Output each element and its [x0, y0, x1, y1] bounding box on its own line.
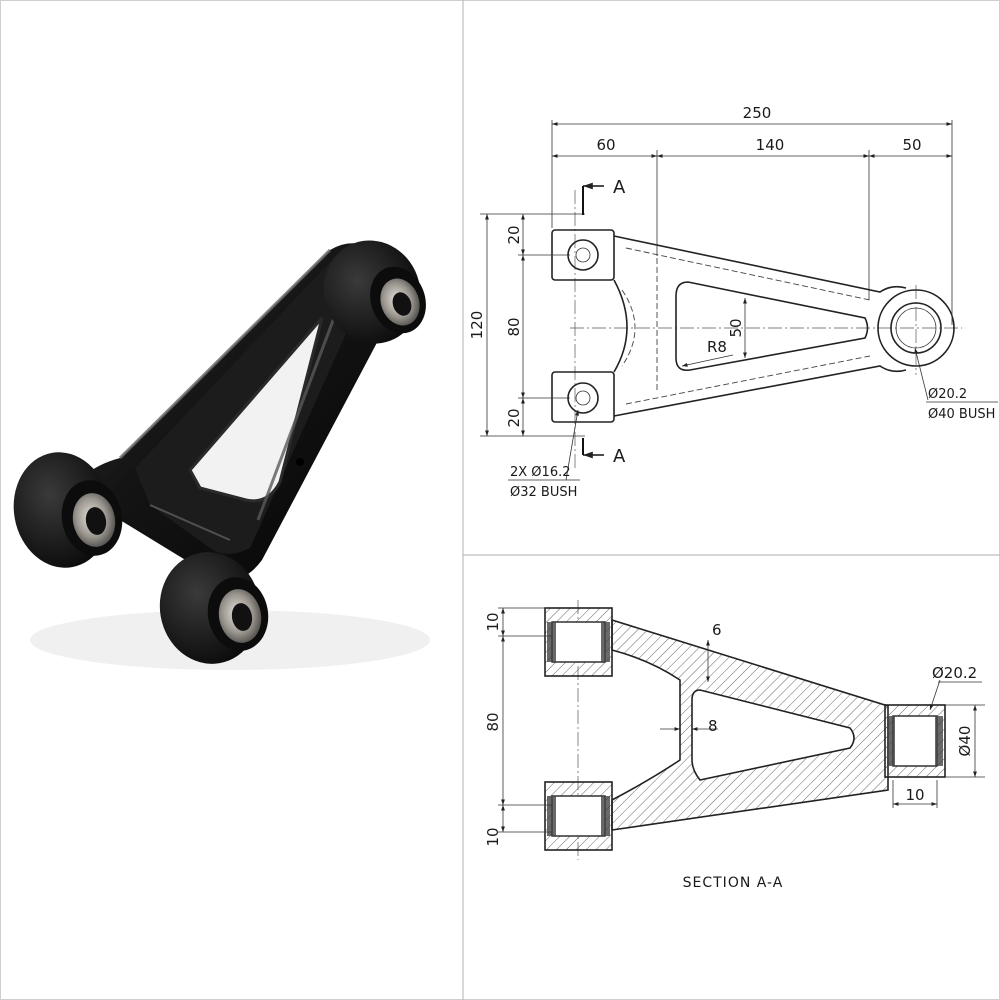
dim-overall-length: 250	[743, 104, 772, 122]
part-outline	[551, 229, 955, 423]
sec-dim-pivot-spacing: 80	[484, 712, 502, 731]
note-right-bush: Ø40 BUSH	[928, 407, 995, 422]
bushing-bottom	[159, 552, 269, 664]
dim-pivot-spacing: 80	[505, 317, 523, 336]
dim-seg-right: 50	[902, 136, 921, 154]
dim-overall-height: 120	[468, 311, 486, 340]
note-left-hole: 2X Ø16.2	[510, 465, 571, 480]
dim-seg-mid: 140	[756, 136, 785, 154]
sec-dim-sleeve-width: 10	[905, 786, 924, 804]
section-body	[544, 607, 946, 851]
plan-view: 250 60 140 50 120 20 80 20 50 R8 A A 2X …	[468, 104, 998, 500]
section-mark-top: A	[613, 177, 626, 198]
dim-window-height: 50	[727, 318, 745, 337]
section-title: SECTION A-A	[683, 875, 784, 891]
dim-bottom-offset: 20	[505, 408, 523, 427]
sec-dim-hole-dia: Ø20.2	[932, 664, 977, 682]
bushing-right	[323, 240, 426, 344]
sec-dim-outer-dia: Ø40	[956, 726, 974, 757]
dim-window-radius: R8	[707, 338, 727, 356]
sec-dim-bottom-wall: 10	[484, 827, 502, 846]
section-view: 10 80 10 6 8 Ø40 Ø20.2 10 SECTION A-A	[484, 600, 985, 891]
sec-dim-inner-web: 8	[708, 717, 718, 735]
drain-hole	[296, 458, 304, 466]
note-right-hole: Ø20.2	[928, 387, 967, 402]
dim-seg-left: 60	[596, 136, 615, 154]
sec-dim-top-wall: 10	[484, 612, 502, 631]
note-left-bush: Ø32 BUSH	[510, 485, 577, 500]
bushing-left	[13, 452, 123, 568]
section-mark-bottom: A	[613, 446, 626, 467]
sec-dim-rib: 6	[712, 621, 722, 639]
dim-top-offset: 20	[505, 225, 523, 244]
photo-panel	[13, 240, 430, 670]
